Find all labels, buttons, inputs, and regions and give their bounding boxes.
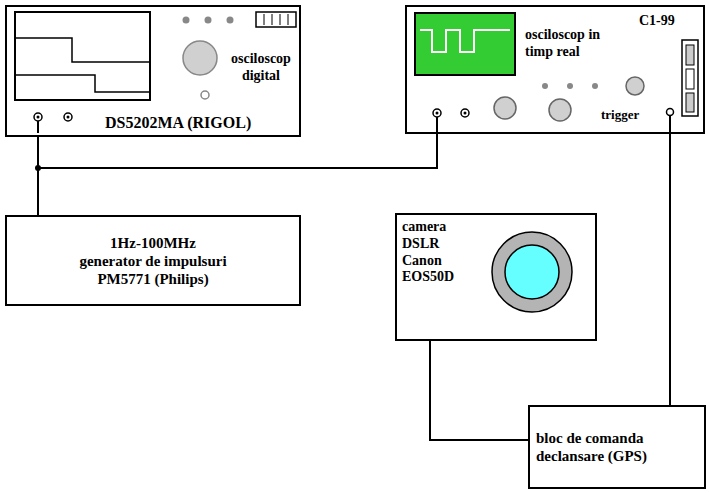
camera-box: camera DSLR Canon EOS50D bbox=[395, 213, 597, 341]
slider-segment bbox=[686, 69, 694, 89]
knob bbox=[183, 41, 217, 75]
wire-stub bbox=[669, 116, 671, 134]
node-label: 1Hz-100MHz bbox=[110, 234, 196, 252]
pulse-trace bbox=[420, 30, 510, 52]
slider bbox=[682, 40, 698, 116]
button bbox=[542, 83, 548, 89]
button bbox=[592, 83, 598, 89]
knob bbox=[494, 97, 516, 119]
knob bbox=[626, 77, 644, 95]
node-label: DS5202MA (RIGOL) bbox=[105, 113, 251, 132]
node-label: C1-99 bbox=[639, 13, 675, 30]
bnc-pin bbox=[67, 116, 70, 119]
knob-small bbox=[201, 91, 209, 99]
bnc-input bbox=[433, 109, 441, 117]
instrument-box: osciloscop digitalDS5202MA (RIGOL) bbox=[5, 5, 301, 137]
lens-outer bbox=[492, 232, 572, 312]
node-label: camera DSLR Canon EOS50D bbox=[402, 219, 454, 286]
button bbox=[183, 17, 190, 24]
knob bbox=[549, 99, 571, 121]
generator-box: 1Hz-100MHzgenerator de impulsuriPM5771 (… bbox=[5, 215, 301, 306]
node-label: generator de impulsuri bbox=[79, 252, 226, 270]
bnc-pin bbox=[37, 116, 40, 119]
trace bbox=[15, 75, 150, 92]
bnc-pin bbox=[464, 112, 467, 115]
bnc-pin bbox=[436, 112, 439, 115]
button bbox=[567, 83, 573, 89]
slider-segment bbox=[686, 93, 694, 112]
lens-inner bbox=[505, 245, 559, 299]
node-label: osciloscop in timp real bbox=[525, 27, 609, 61]
control-box: bloc de comanda declansare (GPS) bbox=[528, 405, 706, 489]
button bbox=[227, 17, 234, 24]
scope-screen bbox=[415, 13, 515, 75]
bnc-input bbox=[461, 109, 469, 117]
button bbox=[205, 17, 212, 24]
scope-screen bbox=[15, 12, 150, 100]
slider-segment bbox=[686, 45, 694, 65]
node-label: bloc de comanda declansare (GPS) bbox=[536, 429, 701, 465]
wire-stub bbox=[436, 117, 438, 133]
signal-wire bbox=[38, 134, 437, 215]
display-segments bbox=[264, 14, 288, 25]
trace bbox=[15, 38, 150, 62]
bnc-input bbox=[64, 113, 72, 121]
wire-stub bbox=[37, 121, 39, 133]
display bbox=[256, 12, 296, 27]
signal-wire bbox=[430, 341, 528, 440]
bnc-input bbox=[34, 113, 42, 121]
trigger-input bbox=[667, 109, 674, 116]
node-label: osciloscop digital bbox=[231, 51, 291, 85]
instrument-box: osciloscop in timp real C1-99 trigger bbox=[405, 5, 705, 134]
node-label: PM5771 (Philips) bbox=[97, 270, 208, 288]
signal-wire bbox=[669, 134, 671, 405]
node-label: trigger bbox=[601, 107, 639, 123]
